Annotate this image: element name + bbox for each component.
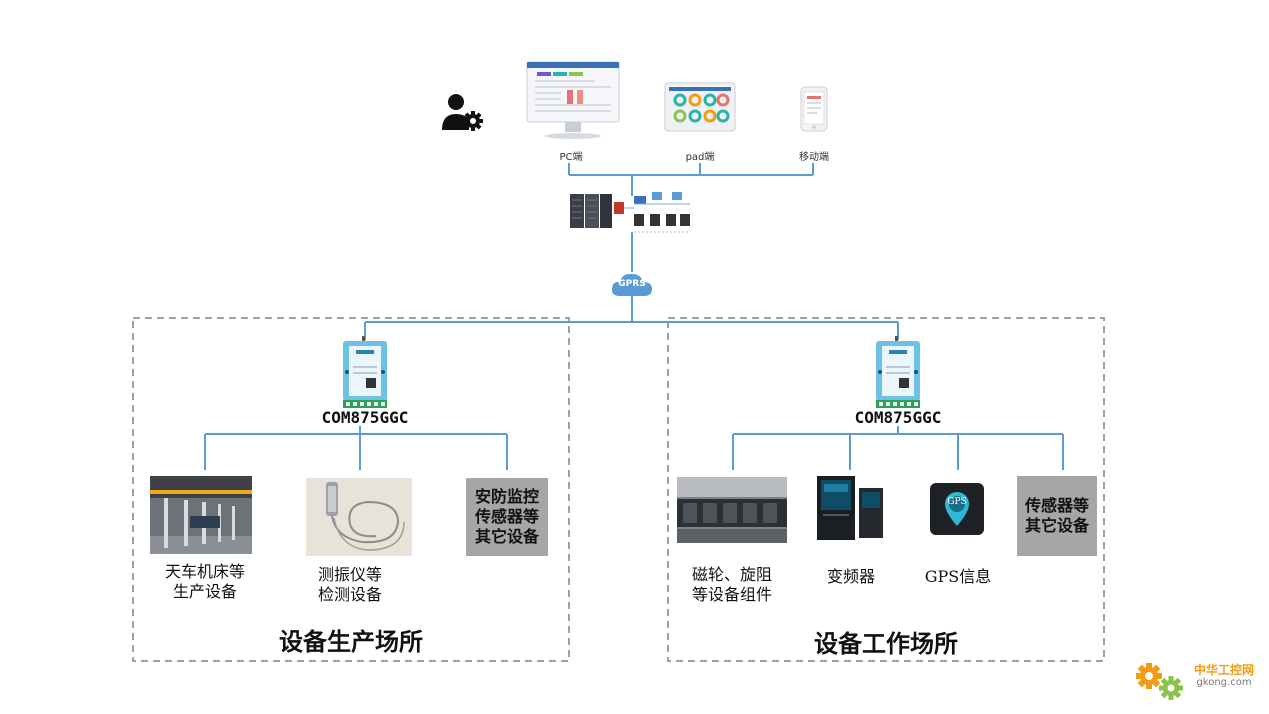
factory-crane-photo: [150, 476, 252, 554]
cloud-icon: [611, 273, 652, 296]
client-label-pad: pad端: [685, 152, 715, 163]
other-devices-box: 传感器等 其它设备: [1017, 476, 1097, 556]
gps-icon: [930, 483, 984, 535]
gateway-device-icon: [343, 336, 387, 408]
client-label-pc: PC端: [559, 152, 583, 163]
gear-logo-icon: [1136, 663, 1183, 700]
gps-icon-text: GPS: [947, 497, 967, 507]
user-gear-icon: [442, 94, 483, 131]
tablet-icon: [664, 82, 736, 132]
device-label-work: COM875GGC: [854, 408, 942, 427]
item-caption: 天车机床等 生产设备: [164, 562, 245, 601]
device-label-production: COM875GGC: [321, 408, 409, 427]
zone-title-work: 设备工作场所: [814, 629, 958, 658]
watermark-url: gkong.com: [1196, 677, 1252, 688]
pc-monitor-icon: [526, 61, 620, 139]
phone-icon: [800, 86, 828, 132]
item-caption: 变频器: [826, 567, 875, 586]
item-caption: GPS信息: [924, 567, 992, 586]
watermark-name: 中华工控网: [1193, 663, 1254, 677]
item-caption: 测振仪等 检测设备: [317, 565, 382, 604]
zone-border-production: [132, 317, 570, 662]
server-cluster-icon: [570, 192, 690, 233]
zone-title-production: 设备生产场所: [279, 627, 423, 656]
other-devices-box: 安防监控 传感器等 其它设备: [466, 478, 548, 556]
vibration-meter-photo: [306, 478, 412, 556]
equipment-component-photo: [677, 477, 787, 543]
inverter-photo: [817, 476, 883, 540]
gateway-device-icon: [876, 336, 920, 408]
item-caption: 磁轮、旋阻 等设备组件: [691, 565, 772, 604]
client-label-mobile: 移动端: [799, 152, 829, 163]
network-label: GPRS: [618, 279, 646, 289]
zone-border-work: [667, 317, 1105, 662]
